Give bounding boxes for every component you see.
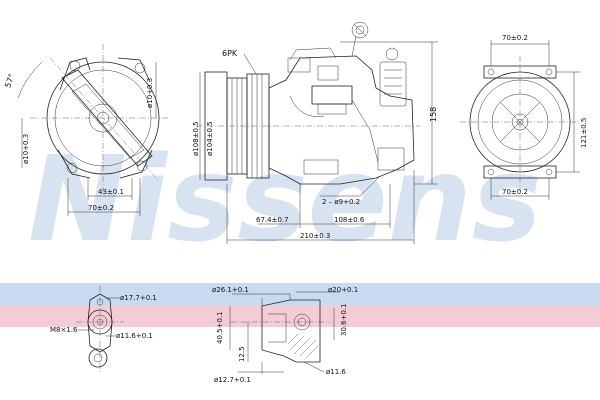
detail1-dia-11-label: ø11.6+0.1 <box>116 332 153 340</box>
blue-band <box>0 283 600 305</box>
pink-band <box>0 305 600 327</box>
front-dia-left-label: ø10+0.3 <box>22 134 30 164</box>
detail2-dia-26-label: ø26.1+0.1 <box>212 286 249 294</box>
length-108-label: 108±0.6 <box>334 216 365 224</box>
watermark-text: Nissens <box>28 130 542 268</box>
side-view: 6PK ø108±0.5 ø104±0.5 2 – ø9+0.2 67.4±0.… <box>192 21 438 244</box>
length-210-label: 210±0.3 <box>300 232 330 240</box>
pulley-dia-104-label: ø104±0.5 <box>206 121 214 156</box>
length-67-label: 67.4±0.7 <box>256 216 289 224</box>
holes-label: 2 – ø9+0.2 <box>322 198 360 206</box>
detail2-dia-12-label: ø12.7+0.1 <box>214 376 251 384</box>
front-view: 57° ø10+0.3 ø10+0.3 43±0.1 70±0.2 <box>3 44 170 216</box>
detail2-height-40-label: 40.5+0.1 <box>216 311 224 344</box>
rear-width-bottom-label: 70±0.2 <box>502 188 528 196</box>
detail2-height-12-label: 12.5 <box>238 346 246 362</box>
front-width-43-label: 43±0.1 <box>98 188 124 196</box>
front-width-70-label: 70±0.2 <box>88 204 114 212</box>
detail1-thread-label: M8×1.6 <box>50 326 78 334</box>
angle-label: 57° <box>3 73 16 89</box>
detail2-dia-11-label: ø11.6 <box>326 368 346 376</box>
front-dia-right-label: ø10+0.3 <box>146 78 154 108</box>
belt-label: 6PK <box>222 49 238 58</box>
port-detail-2: ø26.1+0.1 ø20+0.1 40.5+0.1 12.5 30.6+0.1… <box>212 286 358 384</box>
port-detail-1: ø17.7+0.1 M8×1.6 ø11.6+0.1 <box>50 286 157 372</box>
rear-height-label: 121±0.5 <box>580 118 588 148</box>
detail2-height-30-label: 30.6+0.1 <box>340 303 348 336</box>
height-label: 158 <box>429 107 438 122</box>
detail2-dia-20-label: ø20+0.1 <box>328 286 358 294</box>
rear-width-top-label: 70±0.2 <box>502 34 528 42</box>
rear-view: 70±0.2 70±0.2 121±0.5 <box>460 34 588 200</box>
pulley-dia-108-label: ø108±0.5 <box>192 121 200 156</box>
detail1-dia-17-label: ø17.7+0.1 <box>120 294 157 302</box>
